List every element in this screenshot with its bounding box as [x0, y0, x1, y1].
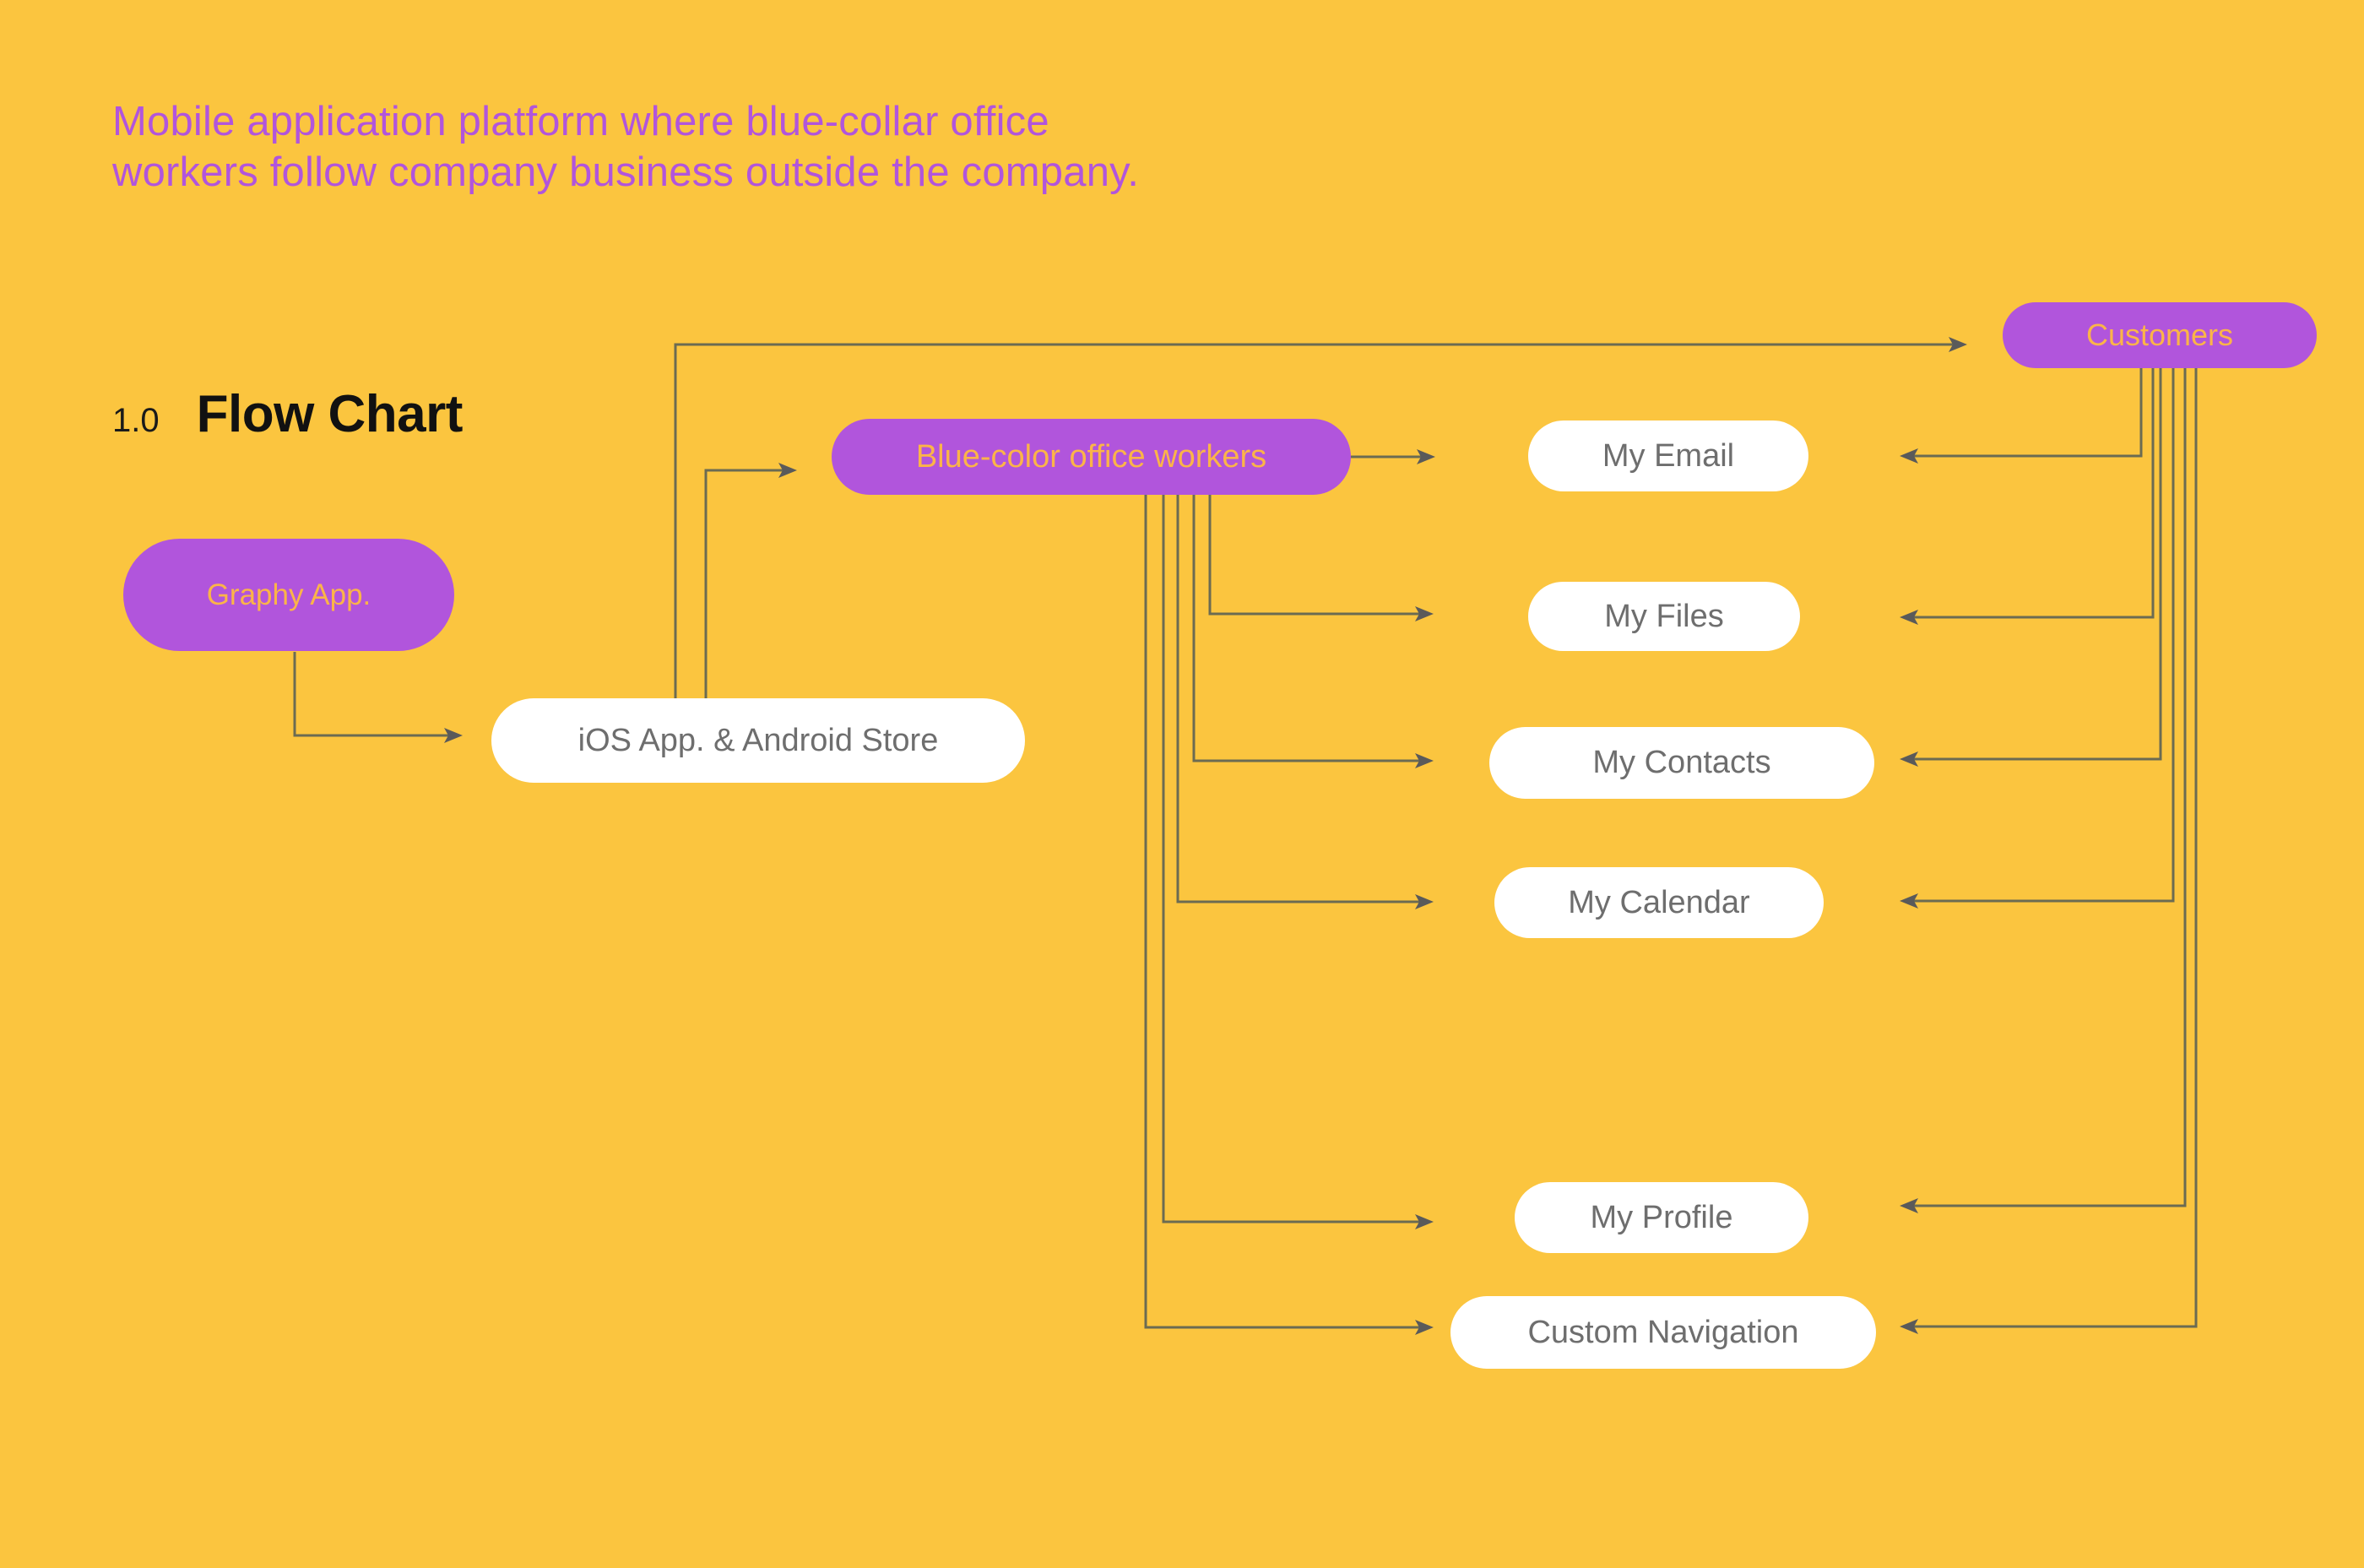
edge-customers-to-my-email: [1911, 368, 2143, 458]
arrowhead-icon: [1415, 894, 1434, 909]
edge-ios-android-store-to-blue-collar: [704, 469, 785, 698]
arrowhead-icon: [1900, 448, 1918, 464]
page-subtitle: Mobile application platform where blue-c…: [112, 99, 1140, 195]
node-my-email[interactable]: My Email: [1528, 420, 1808, 491]
arrowhead-icon: [1900, 1198, 1918, 1213]
edge-blue-collar-to-my-calendar: [1176, 495, 1422, 903]
arrowhead-icon: [1900, 751, 1918, 767]
edge-blue-collar-to-my-contacts: [1192, 495, 1422, 762]
edge-customers-to-my-contacts: [1911, 368, 2162, 761]
node-label: Graphy App.: [206, 578, 371, 611]
edge-blue-collar-to-custom-navigation: [1144, 495, 1422, 1329]
title-number: 1.0: [112, 402, 160, 439]
edge-graphy-app-to-ios-android-store: [293, 652, 453, 737]
node-label: My Profile: [1590, 1199, 1733, 1235]
arrowhead-icon: [1900, 1319, 1918, 1334]
edge-blue-collar-to-my-profile: [1162, 495, 1422, 1223]
node-label: My Email: [1602, 437, 1735, 474]
arrowhead-icon: [1415, 1320, 1434, 1335]
node-ios-android-store[interactable]: iOS App. & Android Store: [491, 698, 1025, 783]
title-text: Flow Chart: [196, 385, 464, 443]
arrowhead-icon: [1900, 893, 1918, 909]
node-graphy-app[interactable]: Graphy App.: [123, 539, 454, 651]
node-label: iOS App. & Android Store: [577, 722, 939, 758]
edge-customers-to-my-profile: [1911, 368, 2187, 1207]
node-label: Blue-color office workers: [915, 438, 1267, 475]
edge-blue-collar-to-my-files: [1208, 495, 1422, 616]
node-customers[interactable]: Customers: [2003, 302, 2317, 368]
arrowhead-icon: [1415, 753, 1434, 768]
node-my-contacts[interactable]: My Contacts: [1489, 727, 1874, 799]
edge-customers-to-custom-navigation: [1911, 368, 2198, 1328]
arrowhead-icon: [1900, 610, 1918, 625]
arrowhead-icon: [1949, 337, 1967, 352]
node-label: Customers: [2085, 317, 2234, 352]
page-title: 1.0 Flow Chart: [112, 384, 463, 444]
arrowhead-icon: [778, 463, 797, 478]
arrowhead-icon: [1415, 606, 1434, 621]
edge-customers-to-my-calendar: [1911, 368, 2175, 903]
arrowhead-icon: [1415, 1214, 1434, 1229]
node-my-profile[interactable]: My Profile: [1515, 1182, 1808, 1253]
arrowhead-icon: [1417, 449, 1435, 464]
node-label: Custom Navigation: [1527, 1314, 1799, 1350]
node-custom-navigation[interactable]: Custom Navigation: [1450, 1296, 1876, 1369]
node-my-calendar[interactable]: My Calendar: [1494, 867, 1824, 938]
node-label: My Contacts: [1592, 745, 1771, 780]
arrowhead-icon: [444, 728, 463, 743]
edge-customers-to-my-files: [1911, 368, 2155, 619]
node-my-files[interactable]: My Files: [1528, 582, 1800, 651]
node-label: My Files: [1604, 598, 1724, 634]
node-label: My Calendar: [1568, 884, 1750, 920]
node-blue-collar[interactable]: Blue-color office workers: [832, 419, 1351, 495]
